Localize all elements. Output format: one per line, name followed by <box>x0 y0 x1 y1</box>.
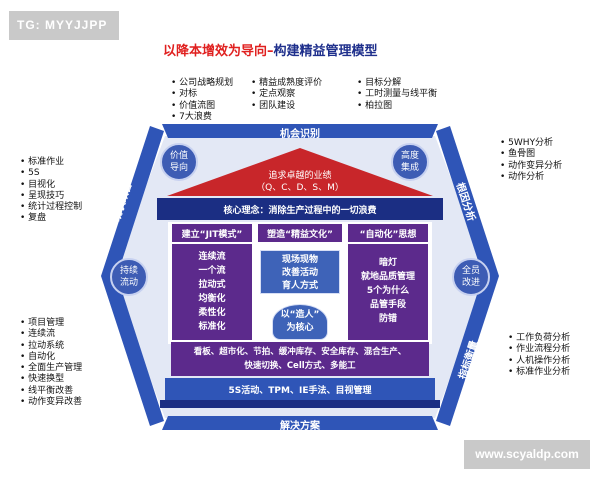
list-item: 动作分析 <box>500 172 562 183</box>
lower-left-band <box>101 276 164 426</box>
list-item: 7大浪费 <box>171 112 233 123</box>
pillar-right: 暗灯 就地品质管理 5个为什么 品管手段 防错 <box>348 244 428 340</box>
list-item: 复盘 <box>20 213 82 224</box>
list-item: 标准作业 <box>20 157 82 168</box>
list-item: 工时测量与线平衡 <box>357 89 437 100</box>
bubble-continuous-flow: 持续 流动 <box>110 258 148 296</box>
foundation-bar-2-shape <box>165 378 435 400</box>
list-item: 作业流程分析 <box>508 344 570 355</box>
upper-right-band <box>436 126 499 276</box>
foundation-bar-1: 看板、超市化、节拍、缓冲库存、安全库存、混合生产、 快速切换、Cell方式、多能… <box>193 347 407 371</box>
upper-left-band <box>101 126 164 276</box>
title-part-1: 以降本增效为导向– <box>163 44 274 59</box>
list-item: 鱼骨图 <box>500 149 562 160</box>
pillar-right-head-box: “自动化”思想 <box>348 224 428 242</box>
label-opportunity: 机会识别 <box>280 129 320 140</box>
top-middle-list: 精益成熟度评价 定点观察 团队建设 <box>251 78 322 112</box>
list-item: 5S <box>20 168 82 179</box>
core-bar: 核心理念：消除生产过程中的一切浪费 <box>223 205 377 216</box>
list-item: 人机操作分析 <box>508 356 570 367</box>
house-roof <box>167 148 433 196</box>
list-item: 拉动系统 <box>20 341 82 352</box>
list-item: 5WHY分析 <box>500 138 562 149</box>
bubble-high-integration: 高度 集成 <box>391 143 429 181</box>
center-person-box: 以“造人” 为核心 <box>272 304 328 340</box>
pillar-mid-head: 塑造“精益文化” <box>267 230 333 240</box>
list-item: 标准作业分析 <box>508 367 570 378</box>
list-item: 动作变异分析 <box>500 161 562 172</box>
left-upper-list: 标准作业 5S 目视化 呈现技巧 统计过程控制 复盘 <box>20 157 82 225</box>
list-item: 公司战略规划 <box>171 78 233 89</box>
diagram-title: 以降本增效为导向–构建精益管理模型 <box>163 40 378 59</box>
title-part-2: 构建精益管理模型 <box>273 44 378 59</box>
list-item: 快速换型 <box>20 374 82 385</box>
list-item: 全面生产管理 <box>20 363 82 374</box>
list-item: 线平衡改善 <box>20 386 82 397</box>
list-item: 连续流 <box>20 329 82 340</box>
list-item: 工作负荷分析 <box>508 333 570 344</box>
right-lower-list: 工作负荷分析 作业流程分析 人机操作分析 标准作业分析 <box>508 333 570 378</box>
list-item: 统计过程控制 <box>20 202 82 213</box>
roof-text: 追求卓越的业绩 （Q、C、D、S、M） <box>256 171 344 193</box>
list-item: 团队建设 <box>251 101 322 112</box>
foundation-bar-2: 5S活动、TPM、IE手法、目视管理 <box>228 385 372 396</box>
list-item: 定点观察 <box>251 89 322 100</box>
pillar-left: 连续流 一个流 拉动式 均衡化 柔性化 标准化 <box>172 244 252 340</box>
left-lower-list: 项目管理 连续流 拉动系统 自动化 全面生产管理 快速换型 线平衡改善 动作变异… <box>20 318 82 408</box>
pillar-mid-head-box: 塑造“精益文化” <box>258 224 342 242</box>
right-upper-list: 5WHY分析 鱼骨图 动作变异分析 动作分析 <box>500 138 562 183</box>
list-item: 价值流图 <box>171 101 233 112</box>
list-item: 动作变异改善 <box>20 397 82 408</box>
lower-right-band <box>436 276 499 426</box>
label-solution: 解决方案 <box>280 421 320 432</box>
pillar-mid-box: 现场现物 改善活动 育人方式 <box>260 250 340 294</box>
top-right-list: 目标分解 工时测量与线平衡 柏拉图 <box>357 78 437 112</box>
tag-label: TG: MYYJJPP <box>9 11 119 40</box>
pillar-left-head-box: 建立“JIT模式” <box>172 224 252 242</box>
foundation-bar-1-shape <box>171 342 429 376</box>
list-item: 目视化 <box>20 180 82 191</box>
watermark-label: www.scyaldp.com <box>464 440 590 469</box>
pillar-right-head: “自动化”思想 <box>359 230 417 240</box>
list-item: 自动化 <box>20 352 82 363</box>
bottom-band <box>162 416 438 430</box>
list-item: 对标 <box>171 89 233 100</box>
foundation-base-shape <box>160 400 440 408</box>
list-item: 精益成熟度评价 <box>251 78 322 89</box>
core-bar-shape <box>157 198 443 220</box>
list-item: 项目管理 <box>20 318 82 329</box>
list-item: 目标分解 <box>357 78 437 89</box>
bubble-value-oriented: 价值 导向 <box>160 143 198 181</box>
list-item: 柏拉图 <box>357 101 437 112</box>
list-item: 呈现技巧 <box>20 191 82 202</box>
top-band <box>162 124 438 138</box>
pillar-left-head: 建立“JIT模式” <box>181 230 243 240</box>
bubble-all-staff: 全员 改进 <box>452 258 490 296</box>
top-left-list: 公司战略规划 对标 价值流图 7大浪费 <box>171 78 233 123</box>
